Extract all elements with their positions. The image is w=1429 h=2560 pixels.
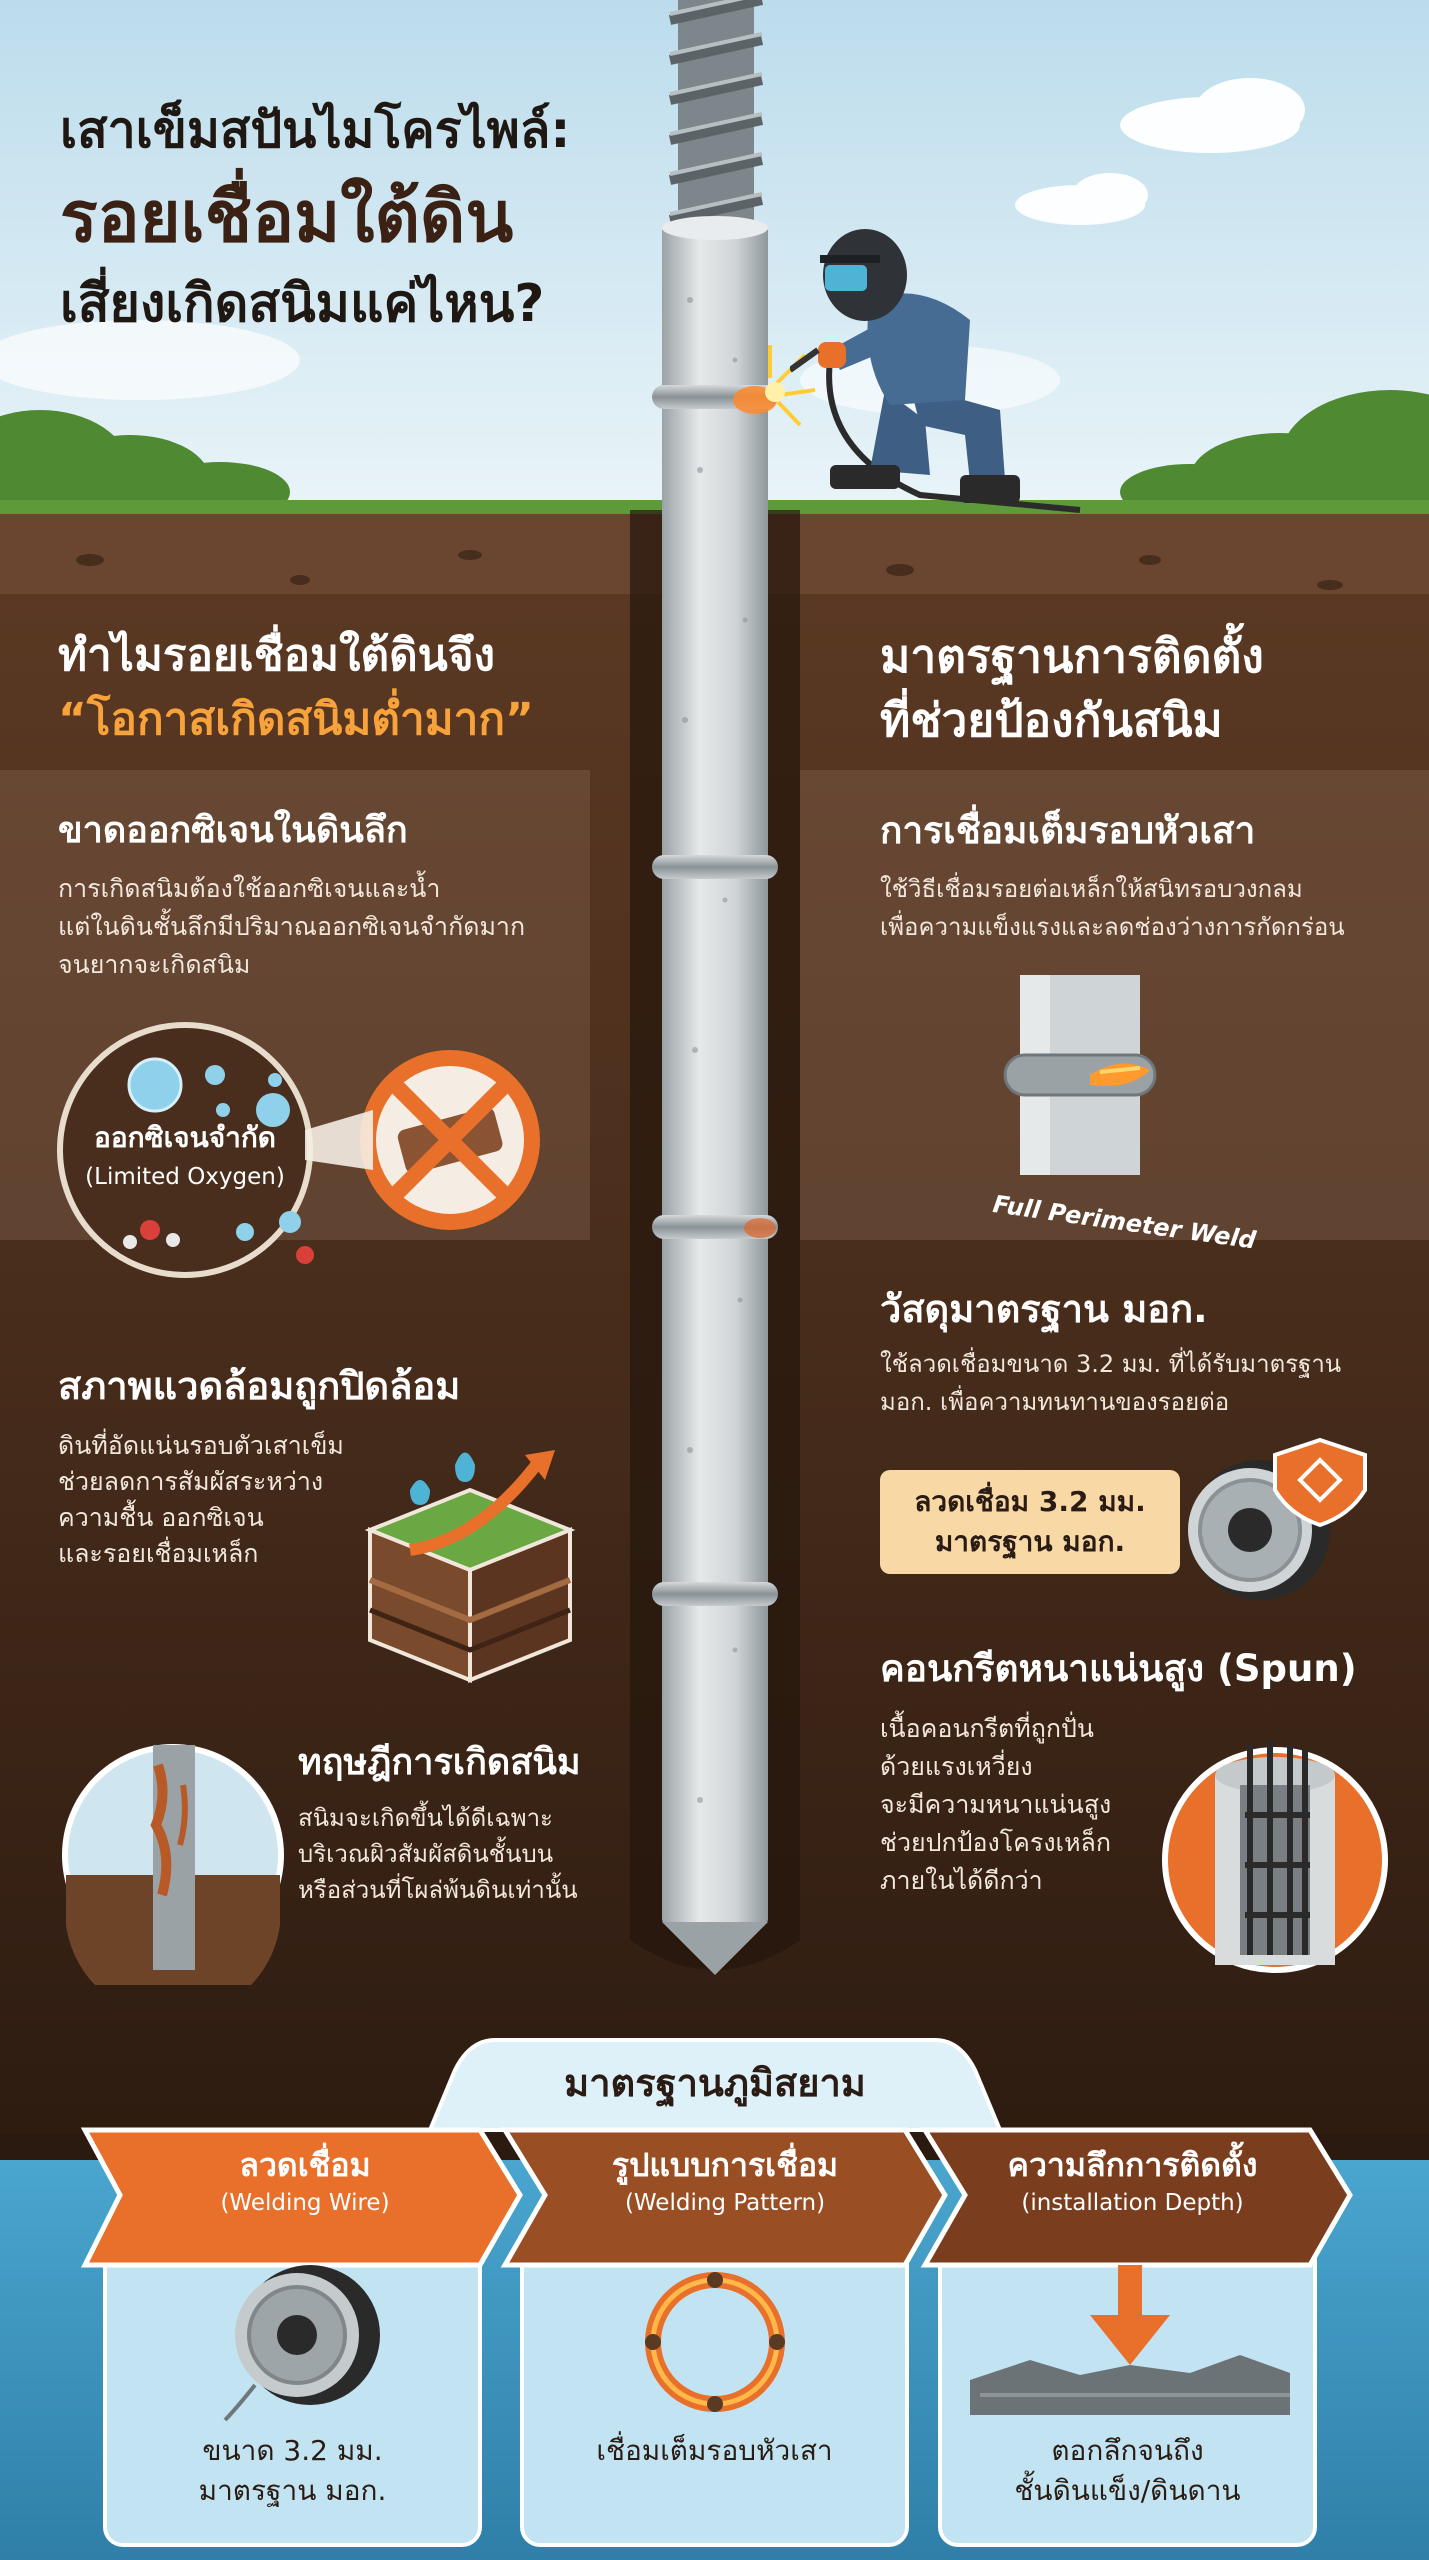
- sealed-title: สภาพแวดล้อมถูกปิดล้อม: [58, 1364, 461, 1408]
- right-heading-line-2: ที่ช่วยป้องกันสนิม: [880, 693, 1223, 747]
- tis-body-line: ใช้ลวดเชื่อมขนาด 3.2 มม. ที่ได้รับมาตรฐา…: [880, 1350, 1342, 1378]
- full-weld-body: ใช้วิธีเชื่อมรอยต่อเหล็กให้สนิทรอบวงกลม …: [880, 870, 1420, 946]
- oxygen-badge-th: ออกซิเจนจำกัด: [94, 1121, 276, 1154]
- standard-wire-caption-line-1: ขนาด 3.2 มม.: [202, 2434, 383, 2467]
- standard-pattern-label-en: (Welding Pattern): [624, 2190, 826, 2216]
- theory-body-line: บริเวณผิวสัมผัสดินชั้นบน: [298, 1840, 554, 1868]
- tis-label-line-2: มาตรฐาน มอก.: [934, 1525, 1126, 1558]
- standard-depth-caption-line-1: ตอกลึกจนถึง: [1051, 2434, 1204, 2467]
- full-weld-title: การเชื่อมเต็มรอบหัวเสา: [880, 809, 1256, 852]
- oxygen-body-line: แต่ในดินชั้นลึกมีปริมาณออกซิเจนจำกัดมาก: [58, 912, 526, 941]
- wire-spool-icon: [1188, 1437, 1367, 1600]
- spun-body-line: ด้วยแรงเหวี่ยง: [880, 1752, 1033, 1781]
- standard-depth-label: ความลึกการติดตั้ง: [1007, 2146, 1258, 2184]
- sealed-body-line: ช่วยลดการสัมผัสระหว่าง: [58, 1467, 324, 1496]
- spun-body-line: ภายในได้ดีกว่า: [880, 1866, 1043, 1895]
- standard-title: มาตรฐานภูมิสยาม: [564, 2061, 866, 2105]
- tis-body: ใช้ลวดเชื่อมขนาด 3.2 มม. ที่ได้รับมาตรฐา…: [880, 1345, 1420, 1421]
- standard-depth-label-en: (installation Depth): [1021, 2190, 1244, 2216]
- spun-concrete-illustration: [1162, 1740, 1388, 1973]
- spun-body-line: เนื้อคอนกรีตที่ถูกปั่น: [880, 1714, 1094, 1743]
- sealed-body-line: ดินที่อัดแน่นรอบตัวเสาเข็ม: [58, 1431, 344, 1460]
- tis-label: ลวดเชื่อม 3.2 มม. มาตรฐาน มอก.: [880, 1470, 1180, 1574]
- oxygen-badge-en: (Limited Oxygen): [85, 1164, 285, 1190]
- wire-spool-icon: [223, 2265, 380, 2422]
- title-line-3: เสี่ยงเกิดสนิมแค่ไหน?: [60, 274, 545, 334]
- tis-title: วัสดุมาตรฐาน มอก.: [880, 1287, 1208, 1331]
- oxygen-body-line: การเกิดสนิมต้องใช้ออกซิเจนและน้ำ: [58, 874, 441, 903]
- limited-oxygen-illustration: [57, 1022, 540, 1278]
- right-heading-line-1: มาตรฐานการติดตั้ง: [880, 629, 1264, 683]
- oxygen-title: ขาดออกซิเจนในดินลึก: [58, 810, 408, 851]
- standard-depth-caption-line-2: ชั้นดินแข็ง/ดินดาน: [1014, 2474, 1241, 2507]
- rusty-pipe-illustration: [62, 1744, 284, 1985]
- tis-label-line-1: ลวดเชื่อม 3.2 มม.: [914, 1485, 1146, 1518]
- depth-arrow-icon: [970, 2265, 1290, 2415]
- spun-body-line: ช่วยปกป้องโครงเหล็ก: [880, 1828, 1112, 1857]
- welder-illustration: [790, 229, 1081, 513]
- title-line-2: รอยเชื่อมใต้ดิน: [60, 176, 514, 258]
- weld-ring-icon: [645, 2272, 785, 2412]
- standard-pattern-caption: เชื่อมเต็มรอบหัวเสา: [596, 2434, 833, 2467]
- full-weld-illustration: [1003, 975, 1157, 1175]
- sealed-body-line: ความชื้น ออกซิเจน: [58, 1503, 264, 1532]
- sealed-body: ดินที่อัดแน่นรอบตัวเสาเข็ม ช่วยลดการสัมผ…: [58, 1428, 388, 1572]
- full-weld-body-line: เพื่อความแข็งแรงและลดช่องว่างการกัดกร่อน: [880, 913, 1345, 941]
- theory-body-line: สนิมจะเกิดขึ้นได้ดีเฉพาะ: [298, 1804, 553, 1832]
- spun-title: คอนกรีตหนาแน่นสูง (Spun): [880, 1647, 1357, 1690]
- standard-wire-caption-line-2: มาตรฐาน มอก.: [198, 2474, 387, 2507]
- oxygen-body-line: จนยากจะเกิดสนิม: [58, 950, 251, 979]
- standard-wire-label: ลวดเชื่อม: [239, 2146, 371, 2184]
- oxygen-body: การเกิดสนิมต้องใช้ออกซิเจนและน้ำ แต่ในดิ…: [58, 870, 618, 984]
- title-line-1: เสาเข็มสปันไมโครไพล์:: [60, 101, 571, 159]
- sealed-body-line: และรอยเชื่อมเหล็ก: [58, 1539, 259, 1568]
- theory-body: สนิมจะเกิดขึ้นได้ดีเฉพาะ บริเวณผิวสัมผัส…: [298, 1800, 628, 1908]
- standard-pattern-label: รูปแบบการเชื่อม: [611, 2146, 839, 2184]
- full-weld-body-line: ใช้วิธีเชื่อมรอยต่อเหล็กให้สนิทรอบวงกลม: [880, 875, 1303, 903]
- tis-body-line: มอก. เพื่อความทนทานของรอยต่อ: [880, 1388, 1230, 1416]
- spun-body: เนื้อคอนกรีตที่ถูกปั่น ด้วยแรงเหวี่ยง จะ…: [880, 1710, 1180, 1900]
- spun-body-line: จะมีความหนาแน่นสูง: [880, 1790, 1112, 1819]
- left-heading-line-1: ทำไมรอยเชื่อมใต้ดินจึง: [58, 630, 495, 681]
- standard-wire-label-en: (Welding Wire): [220, 2190, 390, 2216]
- theory-title: ทฤษฎีการเกิดสนิม: [298, 1742, 581, 1783]
- theory-body-line: หรือส่วนที่โผล่พ้นดินเท่านั้น: [298, 1876, 578, 1904]
- soil-cube-illustration: [364, 1450, 576, 1683]
- left-heading-line-2: “โอกาสเกิดสนิมต่ำมาก”: [58, 694, 534, 745]
